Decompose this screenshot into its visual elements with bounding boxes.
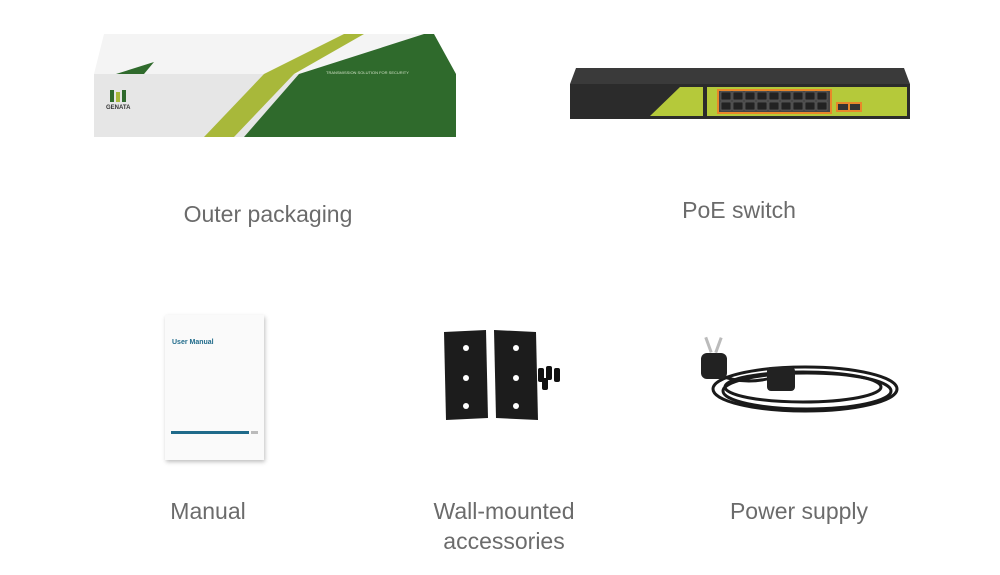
manual-cover-bar bbox=[171, 431, 249, 434]
poe-switch-label: PoE switch bbox=[682, 197, 796, 223]
wall-mount-label-line1: Wall-mounted bbox=[433, 498, 575, 524]
manual-label: Manual bbox=[170, 498, 246, 524]
wall-mount-label-line2: accessories bbox=[443, 528, 565, 554]
manual-image: User Manual bbox=[165, 315, 264, 460]
outer-packaging-image: GENATA TRANSMISSION SOLUTION FOR SECURIT… bbox=[94, 34, 456, 137]
wall-mount-image bbox=[444, 330, 574, 422]
poe-switch-image bbox=[570, 68, 910, 119]
outer-packaging-label: Outer packaging bbox=[183, 201, 353, 227]
manual-cover-title: User Manual bbox=[172, 339, 214, 346]
power-cord-image bbox=[695, 333, 901, 417]
box-slogan: TRANSMISSION SOLUTION FOR SECURITY bbox=[326, 70, 409, 75]
brand-logo-text: GENATA bbox=[106, 105, 131, 111]
power-supply-label: Power supply bbox=[729, 498, 869, 524]
manual-cover-bar-end bbox=[251, 431, 258, 434]
